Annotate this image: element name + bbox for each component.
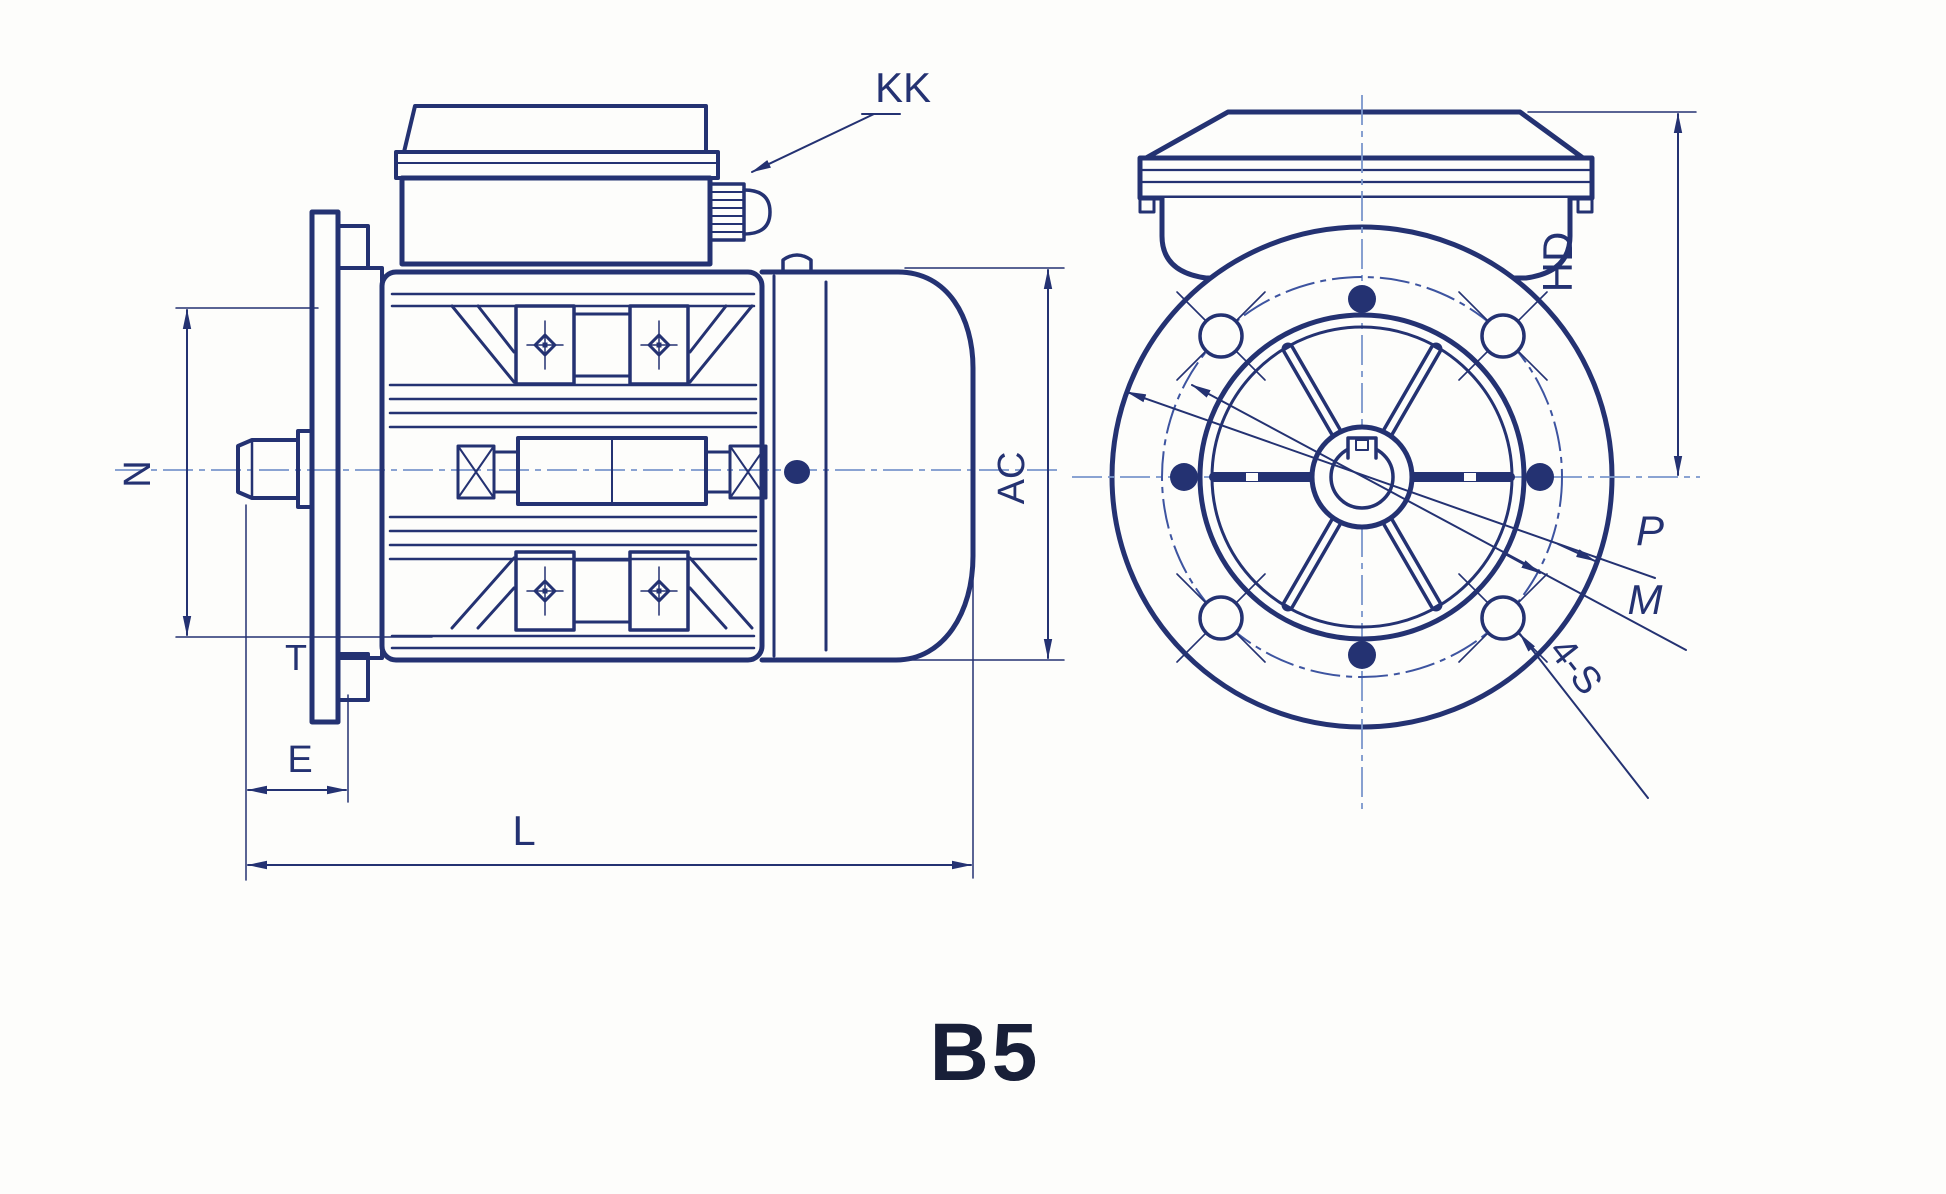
shaft bbox=[236, 429, 314, 509]
label-ac: AC bbox=[991, 452, 1033, 505]
front-view: P M 4-S HD bbox=[1072, 95, 1700, 812]
dimension-hd: HD bbox=[1527, 111, 1697, 476]
cable-gland bbox=[708, 182, 772, 242]
dimension-n: N bbox=[117, 307, 433, 638]
lifting-lug bbox=[781, 253, 813, 274]
spokes bbox=[1209, 342, 1515, 612]
terminal-box-cap bbox=[402, 104, 708, 154]
stud-dots bbox=[1170, 285, 1554, 669]
label-e: E bbox=[287, 739, 312, 781]
flange-plate bbox=[309, 209, 384, 725]
dimension-e: E bbox=[245, 504, 349, 881]
rotor bbox=[492, 436, 732, 506]
label-t: T bbox=[285, 637, 307, 678]
motor-body bbox=[379, 269, 768, 663]
dimension-m: M bbox=[1191, 384, 1687, 651]
label-hd: HD bbox=[1534, 232, 1581, 293]
bolt-circle bbox=[1161, 276, 1563, 678]
label-m: M bbox=[1628, 576, 1663, 623]
end-shield bbox=[759, 253, 976, 663]
stator-windings bbox=[450, 304, 754, 632]
flange-step-bottom bbox=[336, 652, 370, 702]
label-l: L bbox=[512, 807, 535, 854]
dimension-kk: KK bbox=[751, 64, 931, 173]
terminal-box-lid bbox=[394, 150, 720, 180]
spigot-ring-outer bbox=[1197, 312, 1527, 642]
brace-lines bbox=[450, 304, 754, 630]
flange-step-top bbox=[336, 224, 370, 270]
label-p: P bbox=[1636, 507, 1664, 554]
winding-bolts bbox=[526, 320, 678, 616]
bearings bbox=[456, 444, 768, 500]
end-bolt bbox=[784, 460, 810, 484]
side-view: KK N T E L AC bbox=[115, 64, 1065, 881]
flange-holes bbox=[1176, 291, 1548, 663]
dimension-ac: AC bbox=[901, 267, 1065, 661]
mounting-code-title: B5 bbox=[930, 1007, 1041, 1098]
dimension-l: L bbox=[247, 559, 974, 879]
label-n: N bbox=[117, 460, 159, 487]
terminal-box bbox=[394, 104, 772, 267]
label-kk: KK bbox=[875, 64, 931, 111]
dimension-p: P bbox=[1126, 391, 1664, 579]
flange-hub bbox=[336, 266, 384, 660]
terminal-box-body bbox=[399, 175, 713, 267]
